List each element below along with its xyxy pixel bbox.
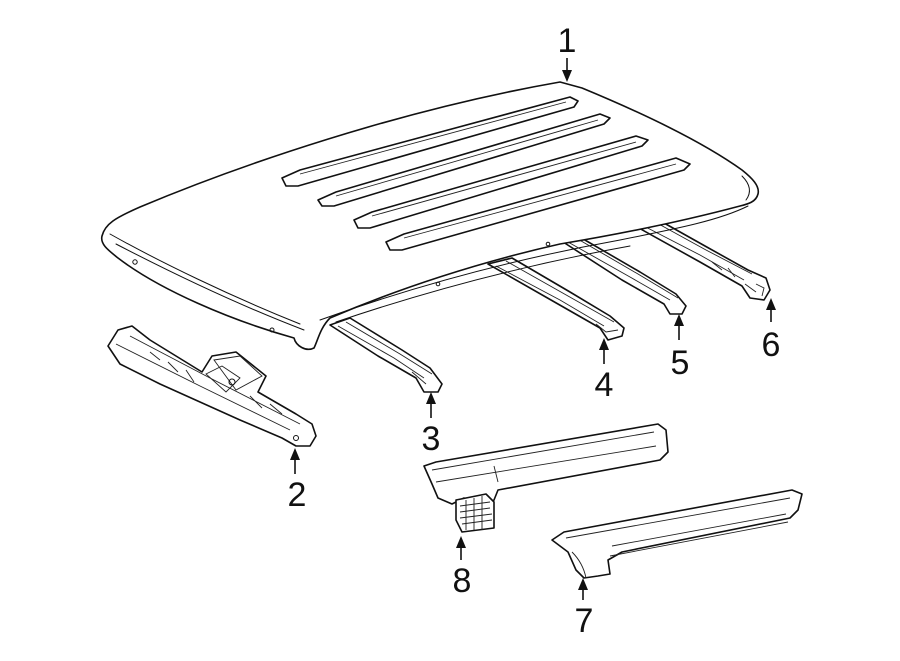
callout-label-2: 2 <box>288 476 307 514</box>
roof-bow-part-3 <box>329 317 443 393</box>
roof-panel-part-1 <box>100 81 760 351</box>
roof-bow-part-4 <box>487 257 625 341</box>
roof-bow-part-6 <box>627 213 771 301</box>
callout-label-6: 6 <box>762 326 781 364</box>
callout-6-arrowhead <box>766 298 776 310</box>
callout-7: 7 <box>575 578 594 640</box>
callout-2-arrowhead <box>290 448 300 460</box>
front-header-part-2 <box>107 325 317 447</box>
callout-label-4: 4 <box>595 366 614 404</box>
callout-5-arrowhead <box>674 314 684 326</box>
callout-8-arrowhead <box>456 536 466 548</box>
side-rail-part-7 <box>551 489 803 579</box>
callout-3: 3 <box>422 392 441 458</box>
callout-8: 8 <box>453 536 472 600</box>
callout-5: 5 <box>671 314 690 382</box>
callout-3-arrowhead <box>426 392 436 404</box>
callout-6: 6 <box>762 298 781 364</box>
callout-1-arrowhead <box>562 70 572 82</box>
callout-label-7: 7 <box>575 602 594 640</box>
callout-4-arrowhead <box>599 338 609 350</box>
callout-label-8: 8 <box>453 562 472 600</box>
callout-label-1: 1 <box>558 22 577 60</box>
side-rail-part-8 <box>423 423 669 533</box>
callout-label-3: 3 <box>422 420 441 458</box>
callout-2: 2 <box>288 448 307 514</box>
callout-4: 4 <box>595 338 614 404</box>
callout-1: 1 <box>558 22 577 82</box>
callout-7-arrowhead <box>578 578 588 590</box>
callout-label-5: 5 <box>671 344 690 382</box>
